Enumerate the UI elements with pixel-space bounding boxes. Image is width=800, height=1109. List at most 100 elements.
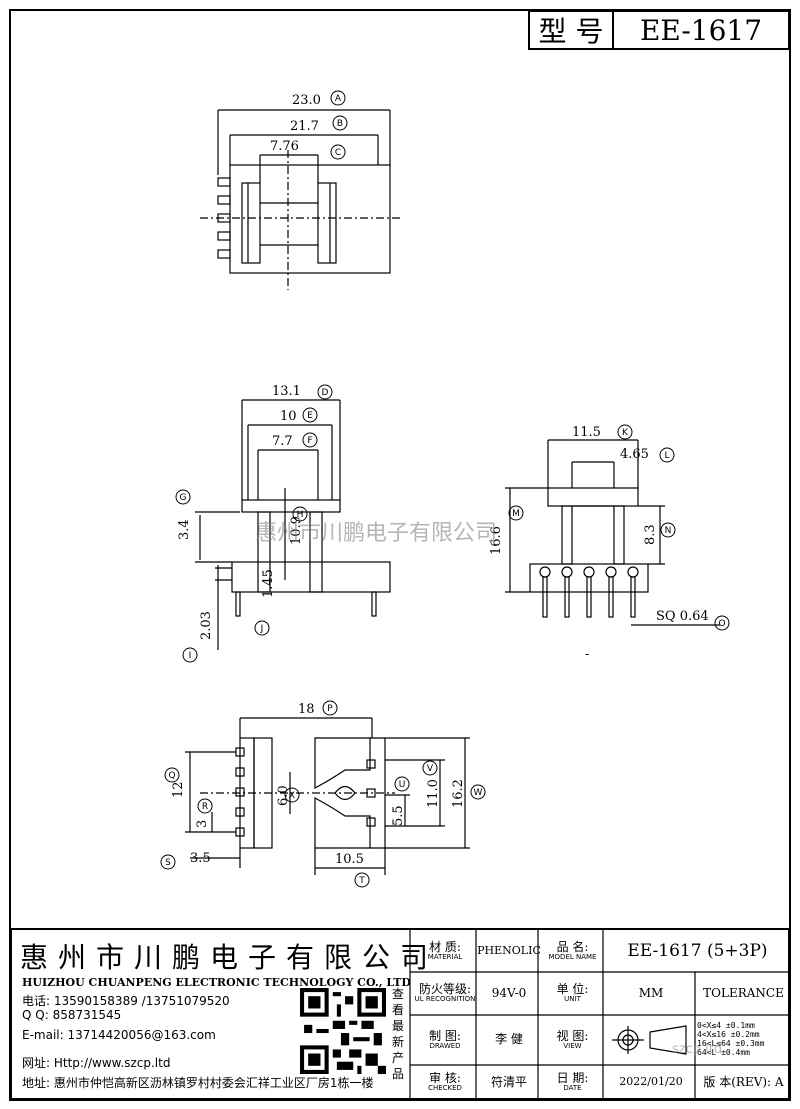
checked-value: 符清平 <box>490 1074 527 1089</box>
dim-l-label: 4.65 <box>620 447 649 462</box>
site-watermark: szcp.ltd <box>672 1042 723 1057</box>
revision: 版 本(REV): A <box>703 1074 784 1089</box>
marker-letter-f: F <box>307 436 312 446</box>
drawn-label: 制 图: <box>429 1028 461 1043</box>
marker-circle-s <box>160 854 176 870</box>
material-value: PHENOLIC <box>477 943 541 957</box>
marker-letter-w: W <box>474 788 483 798</box>
marker-letter-j: J <box>260 624 264 634</box>
material-header: 材 质:MATERIAL <box>412 930 478 972</box>
model-number: EE-1617 <box>639 13 763 47</box>
ul-value: 94V-0 <box>491 985 527 1000</box>
marker-letter-o: O <box>718 619 725 629</box>
unit-label-en: UNIT <box>564 995 581 1004</box>
marker-circle-p <box>322 700 338 716</box>
marker-letter-e: E <box>307 411 313 421</box>
marker-letter-i: I <box>189 651 192 661</box>
ul-header: 防火等级:UL RECOGNITION <box>412 972 478 1015</box>
marker-letter-n: N <box>665 526 672 536</box>
view-label: 视 图: <box>556 1028 589 1043</box>
bottom-view <box>185 717 470 875</box>
marker-circle-o <box>714 615 730 631</box>
marker-letter-b: B <box>337 119 343 129</box>
dim-u-label: 5.5 <box>391 805 406 826</box>
tol-row: 0<X≤4 ±0.1mm <box>697 1021 755 1031</box>
marker-circle-f <box>302 432 318 448</box>
company-website: 网址: Http://www.szcp.ltd <box>22 1056 171 1070</box>
model-name-label: 品 名: <box>556 939 589 954</box>
company-name-en: HUIZHOU CHUANPENG ELECTRONIC TECHNOLOGY … <box>22 976 411 989</box>
marker-letter-v: V <box>427 764 434 774</box>
dim-w-label: 16.2 <box>451 779 466 808</box>
model-name-header: 品 名:MODEL NAME <box>540 930 605 972</box>
company-email: E-mail: 13714420056@163.com <box>22 1028 216 1042</box>
marker-letter-d: D <box>322 388 329 398</box>
qr-code-icon <box>300 988 386 1074</box>
dim-n-label: 8.3 <box>643 524 658 545</box>
drawn-label-en: DRAWED <box>429 1041 461 1050</box>
material-label: 材 质: <box>429 939 461 954</box>
dim-j-label: 1.45 <box>261 569 276 598</box>
dim-r-label: 3 <box>195 820 210 828</box>
tol-row: 4<X≤16 ±0.2mm <box>697 1030 760 1040</box>
tol-row: 64<L ±0.4mm <box>697 1047 750 1057</box>
stray-dash: - <box>585 647 589 662</box>
marker-letter-u: U <box>399 780 406 790</box>
dim-a-label: 23.0 <box>292 93 321 108</box>
dim-p-label: 18 <box>298 702 315 717</box>
marker-circle-w <box>470 784 486 800</box>
marker-circle-a <box>330 90 346 106</box>
ul-label-en: UL RECOGNITION <box>414 995 476 1004</box>
unit-label: 单 位: <box>556 982 589 997</box>
marker-circle-i <box>182 647 198 663</box>
unit-value: MM <box>638 985 664 1000</box>
drawn-header: 制 图:DRAWED <box>412 1015 478 1065</box>
marker-letter-x: X <box>289 791 295 801</box>
view-header: 视 图:VIEW <box>540 1015 605 1065</box>
marker-circle-r <box>197 798 213 814</box>
company-phone: 电话: 13590158389 /13751079520 <box>22 994 230 1008</box>
checked-label-en: CHECKED <box>428 1084 462 1093</box>
dim-s-label: 3.5 <box>190 851 211 866</box>
marker-circle-n <box>660 522 676 538</box>
date-header: 日 期:DATE <box>540 1065 605 1100</box>
marker-circle-g <box>175 489 191 505</box>
title-block: 惠州市川鹏电子有限公司 HUIZHOU CHUANPENG ELECTRONIC… <box>10 928 790 1100</box>
top-view <box>200 109 400 290</box>
dim-o-label: SQ 0.64 <box>656 609 709 624</box>
company-name-cn: 惠州市川鹏电子有限公司 <box>20 941 439 974</box>
marker-circle-k <box>617 424 633 440</box>
checked-label: 审 核: <box>429 1071 461 1086</box>
dim-e-label: 10 <box>280 409 297 424</box>
dim-q-label: 12 <box>171 781 186 798</box>
marker-circle-d <box>317 384 333 400</box>
dimension-labels: 23.0 21.7 7.76 13.1 10 7.7 3.4 10.9 2.03… <box>171 93 709 867</box>
date-value: 2022/01/20 <box>619 1075 683 1089</box>
view-label-en: VIEW <box>563 1041 582 1050</box>
unit-header: 单 位:UNIT <box>540 972 605 1015</box>
marker-circle-j <box>254 620 270 636</box>
checked-header: 审 核:CHECKED <box>412 1065 478 1100</box>
material-label-en: MATERIAL <box>427 952 463 961</box>
dim-g-label: 3.4 <box>177 519 192 540</box>
type-label-box: 型 号 <box>528 10 614 50</box>
model-name-value: EE-1617 (5+3P) <box>627 940 768 961</box>
marker-letter-r: R <box>202 802 208 812</box>
dim-k-label: 11.5 <box>572 425 601 440</box>
dim-b-label: 21.7 <box>290 119 319 134</box>
date-label: 日 期: <box>556 1071 589 1086</box>
marker-circle-t <box>354 872 370 888</box>
marker-circle-v <box>422 760 438 776</box>
marker-circle-e <box>302 407 318 423</box>
type-label: 型 号 <box>538 15 604 48</box>
marker-letter-p: P <box>327 704 333 714</box>
marker-letter-k: K <box>622 428 629 438</box>
marker-letter-a: A <box>335 94 342 104</box>
marker-letter-m: M <box>512 509 520 519</box>
marker-letter-l: L <box>664 451 669 461</box>
dim-v-label: 11.0 <box>426 779 441 808</box>
marker-circle-u <box>394 776 410 792</box>
model-box: EE-1617 <box>612 10 790 50</box>
dim-x-label: 6.0 <box>276 785 291 806</box>
company-address: 地址: 惠州市仲恺高新区沥林镇罗村村委会汇祥工业区厂房1栋一楼 <box>22 1076 374 1090</box>
